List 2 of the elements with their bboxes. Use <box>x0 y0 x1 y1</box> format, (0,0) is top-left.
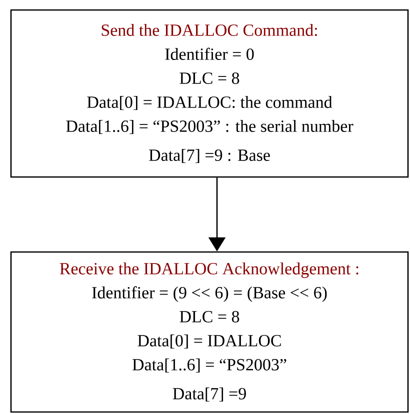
process-box: Send the IDALLOC Command: Identifier = 0 DLC = 8 Data[0] = IDALLOC: the command Data[1..6] = “PS2003” : the serial number Data[7] =9 : Base <box>10 9 409 178</box>
process-box: Receive the IDALLOC Acknowledgement : Identifier = (9 << 6) = (Base << 6) DLC = 8 Data[0] = IDALLOC Data[1..6] = “PS2003” Data[7] =9 <box>10 251 409 413</box>
